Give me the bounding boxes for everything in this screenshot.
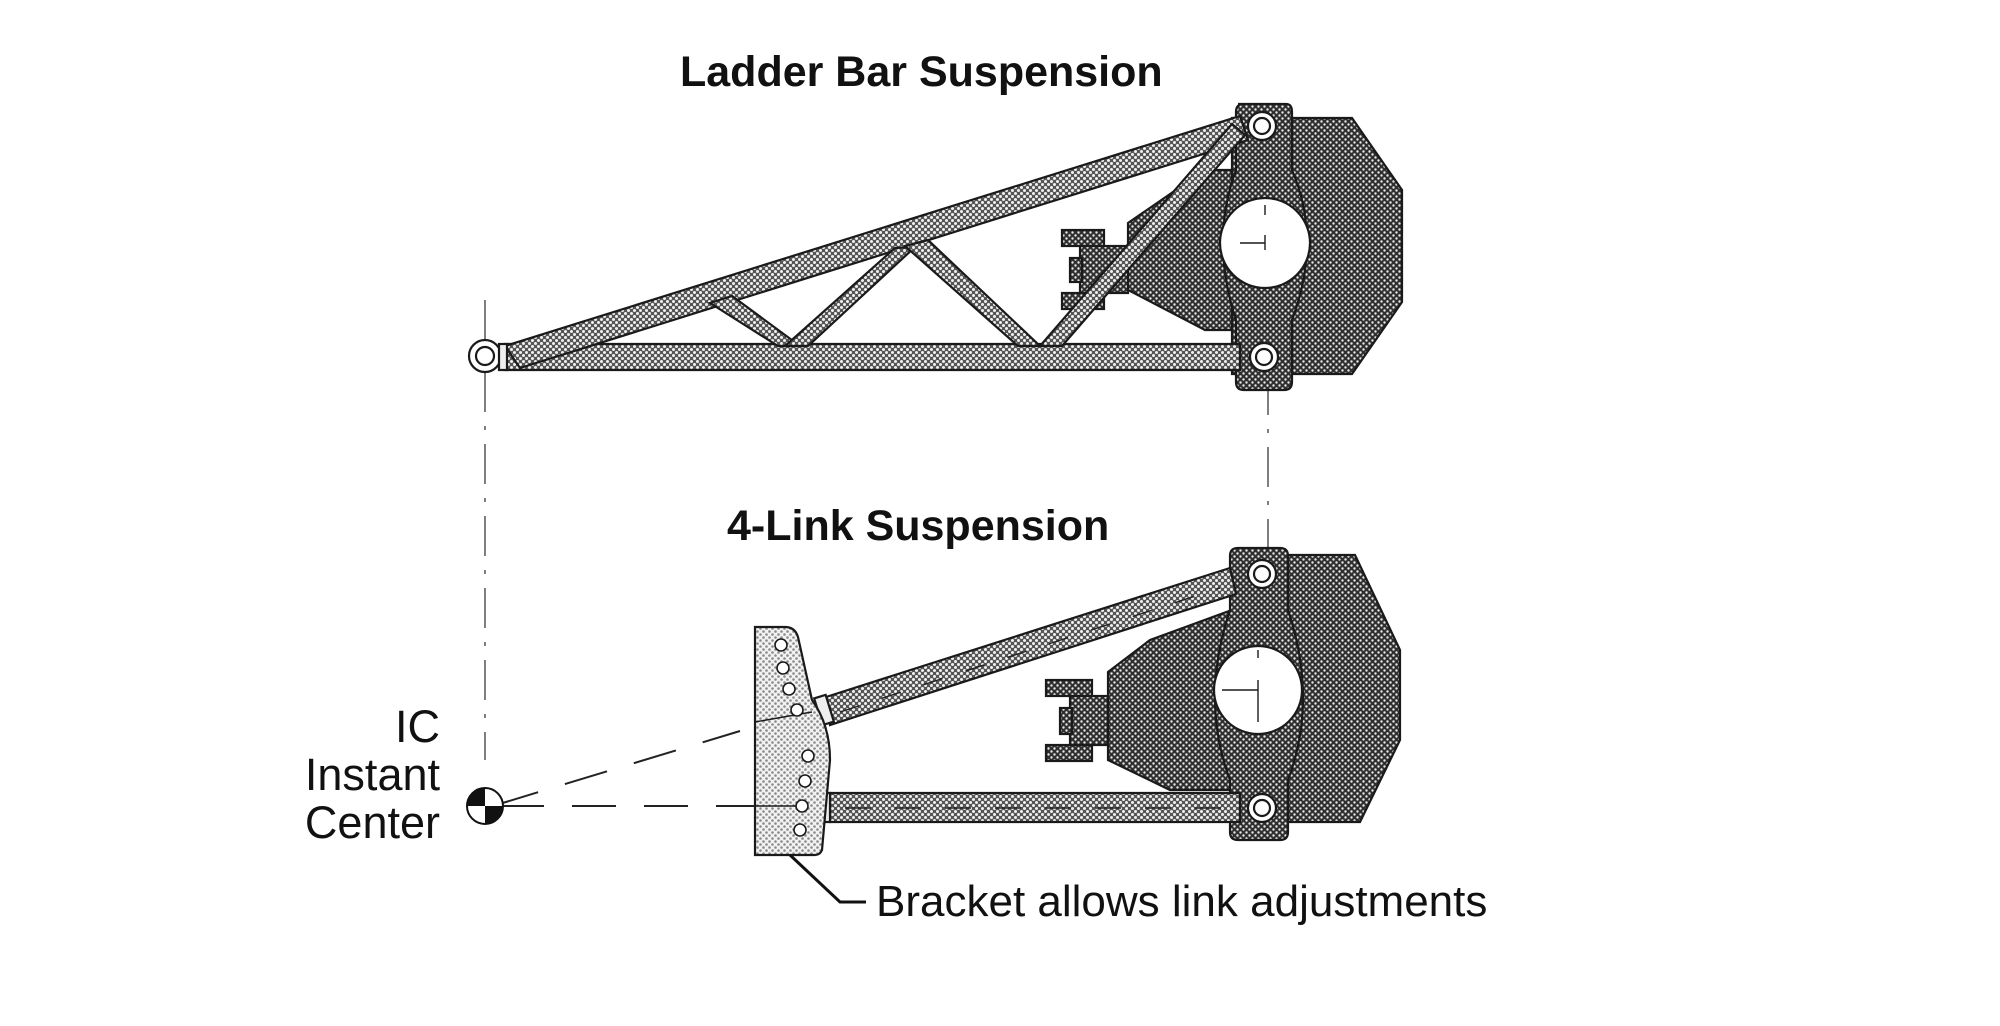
bracket-hole	[801, 749, 815, 763]
bracket-hole	[795, 799, 809, 813]
bracket-hole	[793, 823, 807, 837]
bracket-callout-label: Bracket allows link adjustments	[876, 877, 1487, 926]
bracket-hole	[774, 638, 788, 652]
ladder-truss-brace-3	[902, 238, 1043, 348]
ladder-truss-brace-1	[707, 294, 804, 348]
four-link-assembly	[753, 546, 1402, 857]
ladder-bar-assembly	[467, 102, 1404, 392]
ladder-lower-rod-end-inner	[1254, 347, 1274, 367]
ladder-front-collar	[497, 342, 509, 372]
bracket-hole	[798, 774, 812, 788]
ladder-upper-rod-end-inner	[1252, 116, 1272, 136]
ladder-top-rail	[503, 114, 1250, 370]
ladder-bar-title: Ladder Bar Suspension	[680, 48, 1163, 96]
bracket-adjustment-holes	[774, 638, 815, 837]
ic-abbrev-label: IC	[395, 701, 440, 752]
ic-center-label: Center	[305, 797, 440, 848]
pinion-yoke-lower	[1044, 678, 1110, 763]
adjustable-bracket	[753, 625, 832, 857]
differential-center-lower	[1106, 608, 1234, 792]
four-link-title: 4-Link Suspension	[727, 502, 1109, 550]
bracket-hole	[790, 703, 804, 717]
bracket-hole	[776, 661, 790, 675]
ladder-front-eye-inner	[474, 345, 496, 367]
upper-link-rod-end-inner	[1252, 564, 1272, 584]
ic-upper-projection-line	[495, 730, 741, 806]
ladder-bottom-rail	[503, 342, 1242, 372]
ic-instant-label: Instant	[305, 749, 441, 800]
ladder-truss-brace-4	[1037, 122, 1247, 348]
lower-link-rod-end-inner	[1252, 798, 1272, 818]
bracket-hole	[782, 682, 796, 696]
instant-center-marker-icon	[466, 787, 504, 825]
bracket-callout-leader-line	[788, 853, 866, 904]
lower-link	[828, 791, 1242, 824]
